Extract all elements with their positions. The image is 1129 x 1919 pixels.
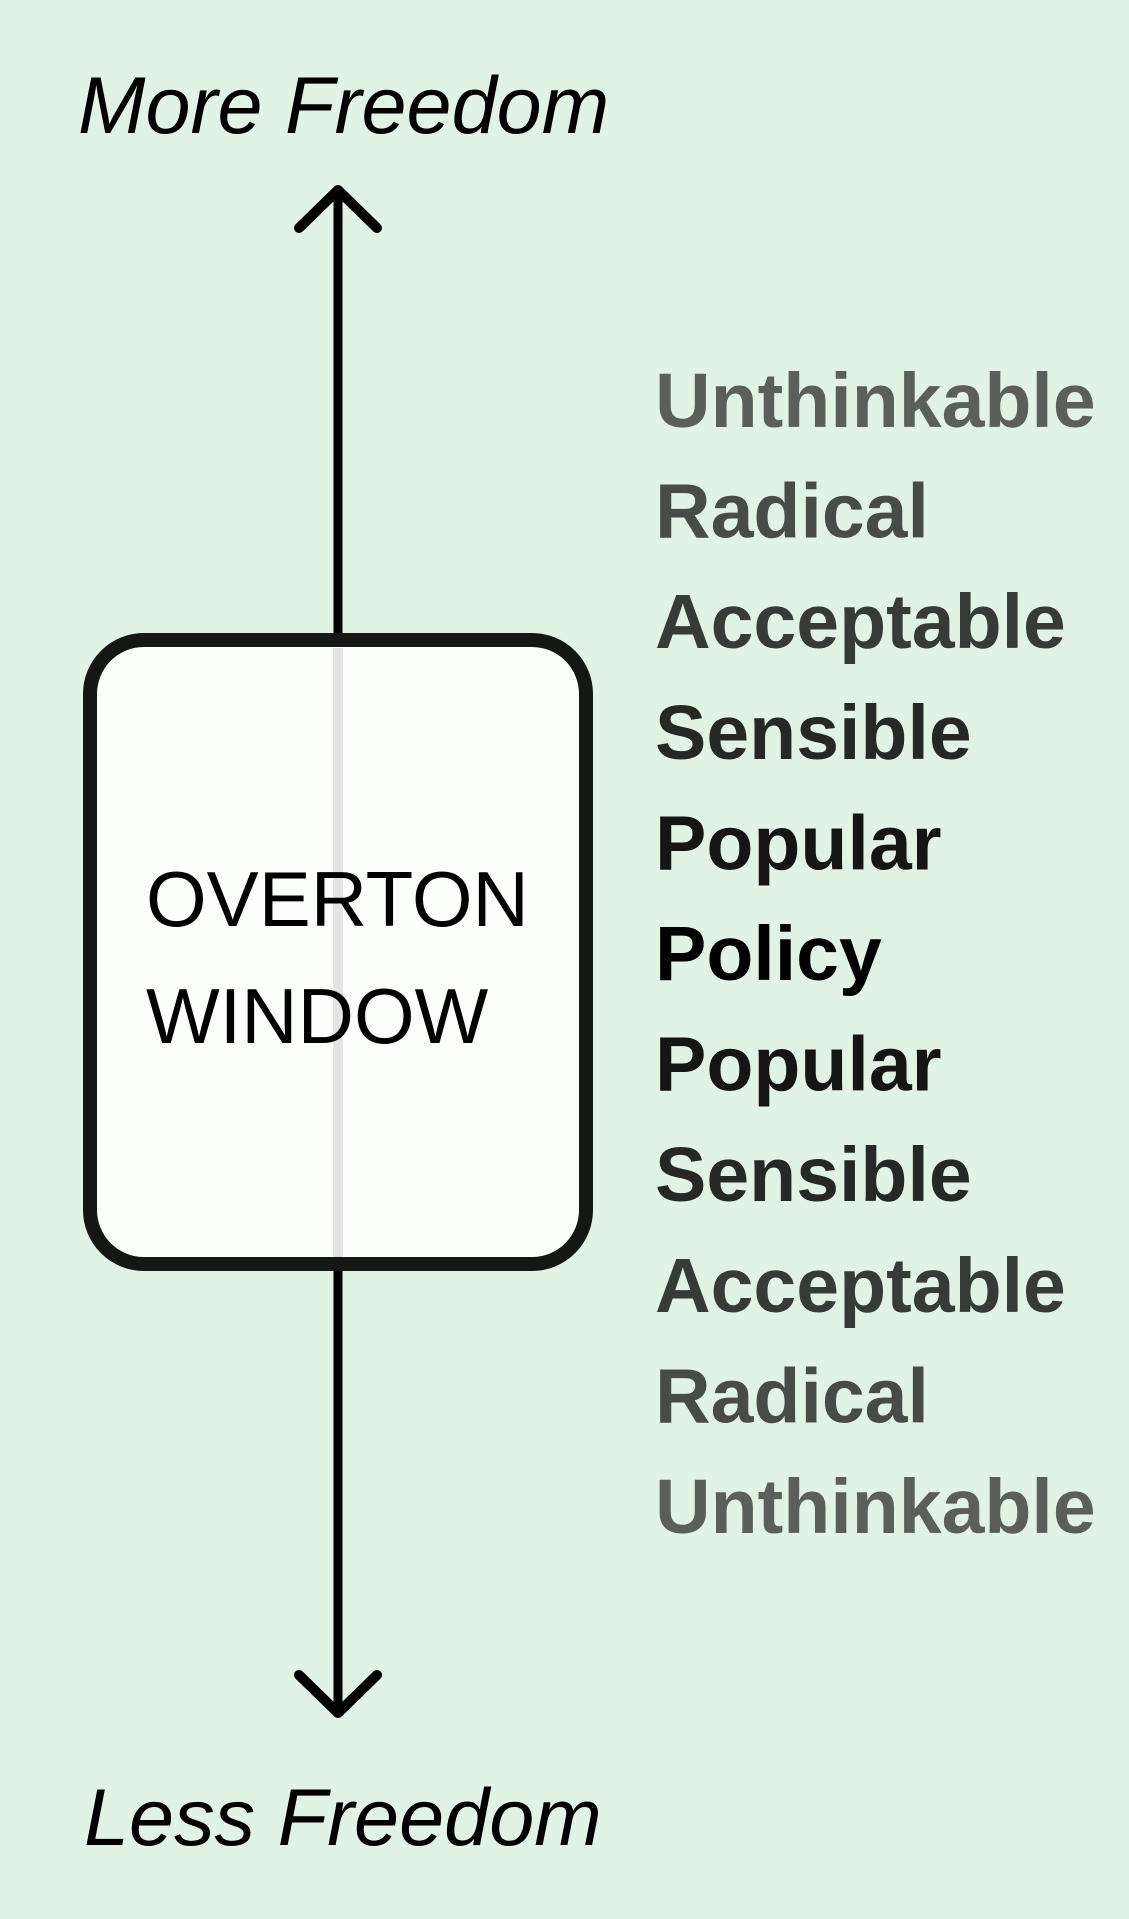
level-label-radical-9: Radical (655, 1353, 929, 1439)
arrow-up-icon (294, 185, 382, 233)
window-label-line1: OVERTON (146, 855, 529, 943)
level-label-unthinkable-0: Unthinkable (655, 358, 1096, 444)
level-label-sensible-7: Sensible (655, 1132, 972, 1218)
window-label-line2: WINDOW (146, 972, 489, 1060)
arrow-down-icon (294, 1670, 382, 1718)
level-label-unthinkable-10: Unthinkable (655, 1464, 1096, 1550)
level-label-popular-6: Popular (655, 1022, 942, 1108)
more-freedom-label: More Freedom (78, 61, 609, 151)
acceptability-levels: UnthinkableRadicalAcceptableSensiblePopu… (655, 358, 1096, 1550)
level-label-popular-4: Popular (655, 800, 942, 886)
level-label-sensible-3: Sensible (655, 690, 972, 776)
less-freedom-label: Less Freedom (84, 1773, 602, 1863)
level-label-acceptable-2: Acceptable (655, 579, 1066, 665)
level-label-radical-1: Radical (655, 469, 929, 555)
level-label-acceptable-8: Acceptable (655, 1243, 1066, 1329)
level-label-policy-5: Policy (655, 911, 882, 997)
